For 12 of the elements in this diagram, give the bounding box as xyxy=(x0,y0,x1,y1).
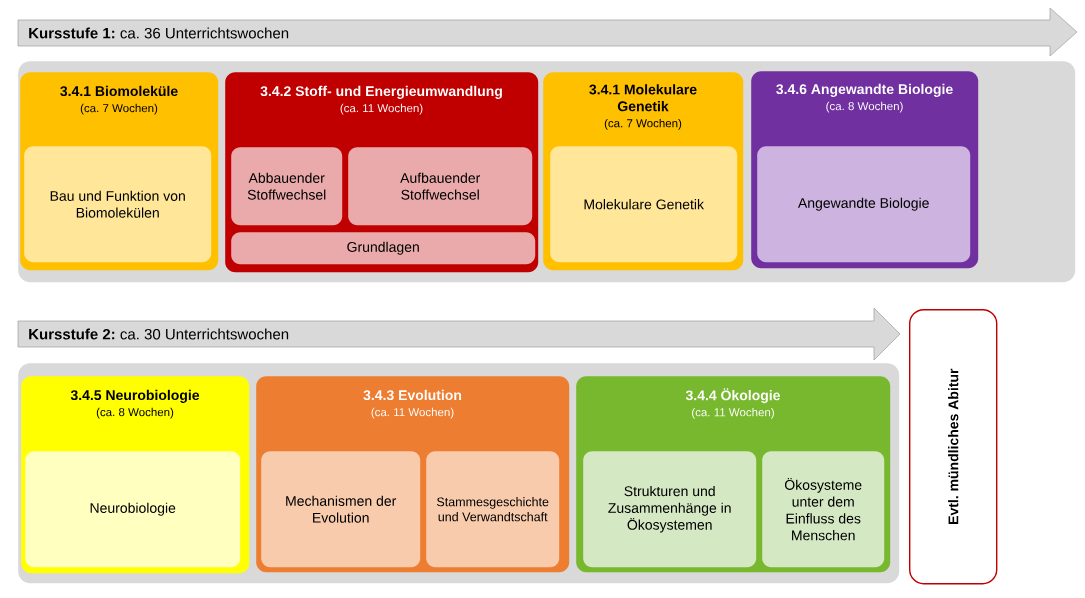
subtopic-box: Strukturen und Zusammenhänge in Ökosystemen xyxy=(583,451,757,568)
subtopic-box: Stammesgeschichte und Verwandtschaft xyxy=(426,451,560,568)
subtopic-box: Abbauender Stoffwechsel xyxy=(231,147,343,226)
subtopic-box: Neurobiologie xyxy=(25,451,241,568)
subtopic-box: Bau und Funktion von Biomolekülen xyxy=(24,146,212,263)
subtopic-box: Mechanismen der Evolution xyxy=(261,451,421,568)
subtopic-box: Aufbauender Stoffwechsel xyxy=(348,147,533,226)
subtopic-box: Ökosysteme unter dem Einfluss des Menschen xyxy=(762,451,885,568)
subtopic-box: Angewandte Biologie xyxy=(757,146,971,263)
exam-box: Evtl. mündliches Abitur xyxy=(909,309,998,585)
subtopic-box: Molekulare Genetik xyxy=(550,146,738,263)
subtopic-box: Grundlagen xyxy=(231,232,536,265)
